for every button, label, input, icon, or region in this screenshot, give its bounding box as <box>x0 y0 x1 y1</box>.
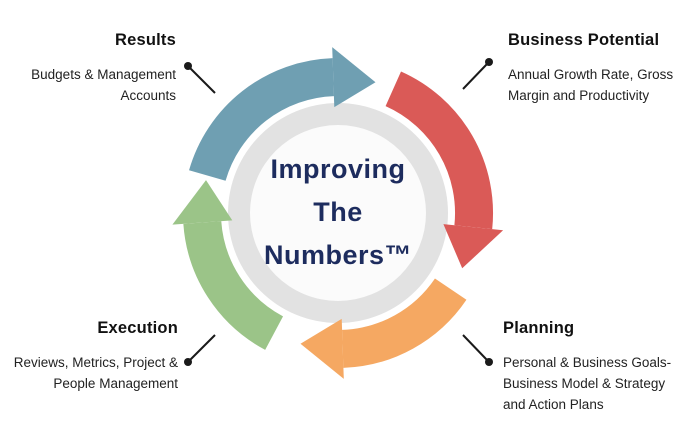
segment-label-business-potential: Business Potential Annual Growth Rate, G… <box>508 31 684 106</box>
connector-line-execution <box>189 334 216 361</box>
connector-line-results <box>189 67 216 94</box>
connector-dot-planning <box>485 358 493 366</box>
cycle-arrowhead-planning-icon <box>300 318 344 379</box>
cycle-arrowhead-execution-icon <box>172 180 233 225</box>
cycle-arrow-results <box>189 58 335 182</box>
cycle-arrow-planning <box>341 278 467 368</box>
connector-dot-results <box>184 62 192 70</box>
cycle-arrowhead-results-icon <box>332 47 376 108</box>
center-title-line-3: Numbers™ <box>263 240 413 270</box>
cycle-arrow-execution <box>183 220 284 350</box>
segment-label-execution: Execution Reviews, Metrics, Project & Pe… <box>0 319 178 394</box>
connector-line-business-potential <box>462 63 488 90</box>
segment-description-planning: Personal & Business Goals- Business Mode… <box>503 355 672 412</box>
connector-dot-execution <box>184 358 192 366</box>
diagram-center-title: Improving The Numbers™ <box>238 148 438 277</box>
segment-title-results: Results <box>114 31 176 49</box>
segment-title-execution: Execution <box>97 319 178 337</box>
connector-line-planning <box>462 334 488 361</box>
cycle-arrow-business-potential <box>385 71 493 230</box>
segment-label-results: Results Budgets & Management Accounts <box>6 31 176 106</box>
center-title-line-1: Improving <box>270 154 406 184</box>
connector-dot-business-potential <box>485 58 493 66</box>
center-title-line-2: The <box>313 197 363 227</box>
segment-description-business-potential: Annual Growth Rate, Gross Margin and Pro… <box>508 67 674 103</box>
segment-description-results: Budgets & Management Accounts <box>31 67 176 103</box>
segment-title-business-potential: Business Potential <box>508 31 660 49</box>
cycle-center-disc <box>250 125 426 301</box>
cycle-arrowhead-business-potential-icon <box>443 224 504 269</box>
segment-description-execution: Reviews, Metrics, Project & People Manag… <box>13 355 178 391</box>
segment-label-planning: Planning Personal & Business Goals- Busi… <box>503 319 683 415</box>
segment-title-planning: Planning <box>503 319 575 337</box>
